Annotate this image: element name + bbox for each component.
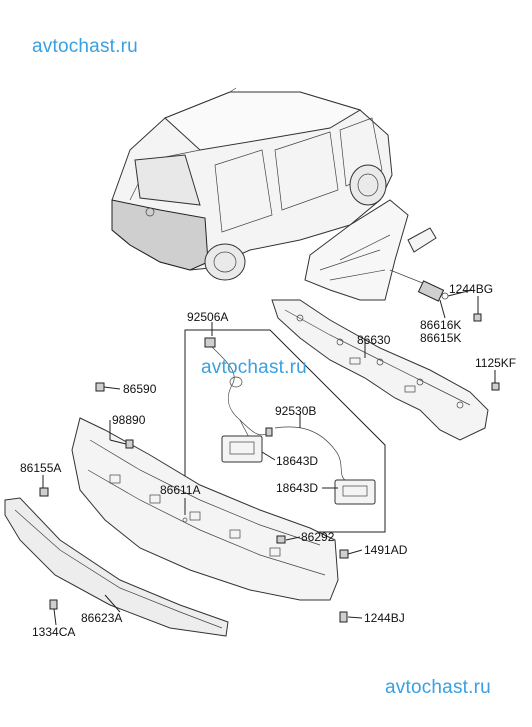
watermark-bottom: avtochast.ru: [385, 677, 491, 698]
lower-valance: [4, 497, 229, 637]
part-label[interactable]: 86615K: [420, 331, 462, 345]
body-panel-illustration: [304, 199, 449, 302]
part-label[interactable]: 92506A: [187, 310, 229, 324]
part-label[interactable]: 1334CA: [32, 625, 76, 639]
part-label[interactable]: 92530B: [275, 404, 317, 418]
part-label[interactable]: 86616K: [420, 318, 462, 332]
part-label[interactable]: 86623A: [81, 611, 123, 625]
car-illustration: [111, 87, 393, 281]
part-label[interactable]: 98890: [112, 413, 146, 427]
part-label[interactable]: 18643D: [276, 454, 319, 468]
part-label[interactable]: 1244BJ: [364, 611, 405, 625]
part-label[interactable]: 18643D: [276, 481, 319, 495]
part-label[interactable]: 1125KF: [475, 356, 517, 370]
watermark-middle: avtochast.ru: [201, 357, 307, 378]
part-label[interactable]: 86611A: [160, 483, 201, 497]
hardware: [39, 313, 500, 623]
bracket-86630: [271, 299, 489, 441]
part-label[interactable]: 86590: [123, 382, 157, 396]
watermark-top: avtochast.ru: [32, 36, 138, 57]
part-label[interactable]: 86630: [357, 333, 391, 347]
part-label[interactable]: 86155A: [20, 461, 62, 475]
leader-lines: [42, 289, 496, 626]
bumper-cover: [71, 417, 339, 601]
wiring-box: [184, 329, 386, 533]
part-label[interactable]: 1491AD: [364, 543, 408, 557]
part-label[interactable]: 1244BG: [449, 282, 494, 296]
part-label[interactable]: 86292: [301, 530, 335, 544]
